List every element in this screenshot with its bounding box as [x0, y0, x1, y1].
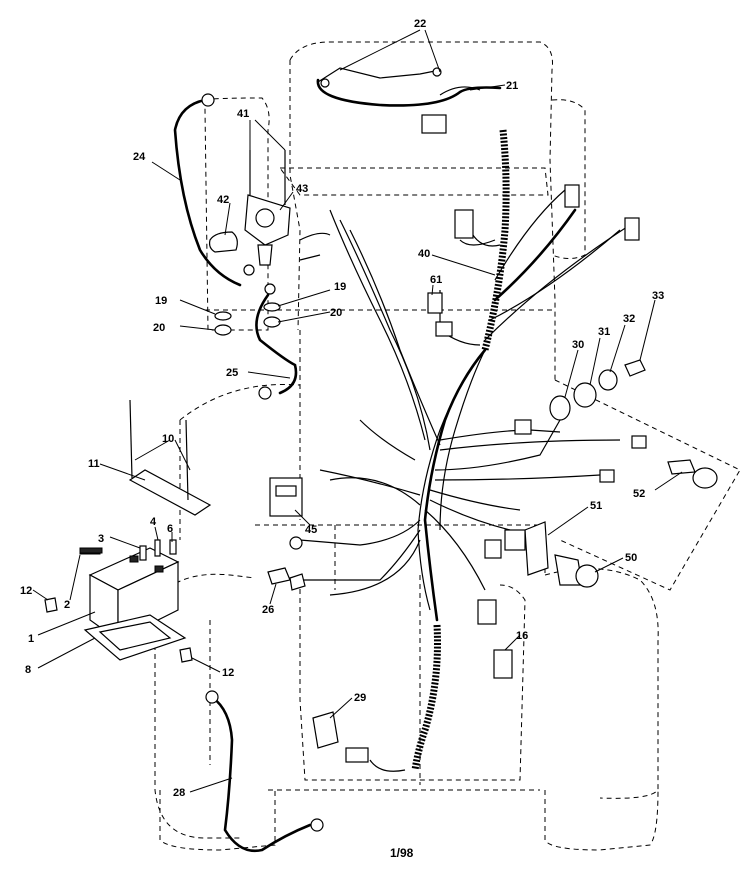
callout-24: 24	[133, 151, 146, 163]
solenoid	[244, 150, 291, 266]
callout-41: 41	[237, 108, 249, 120]
callout-19-right: 19	[334, 281, 346, 293]
callout-labels: 22 21 41 24 43 42 40 61 33 19 19 20 20 3…	[20, 18, 664, 860]
part-42	[208, 231, 238, 253]
callout-28: 28	[173, 787, 185, 799]
callout-19-left: 19	[155, 295, 167, 307]
part-29	[312, 711, 339, 749]
tractor-outline	[154, 41, 741, 851]
callout-61: 61	[430, 274, 442, 286]
wire-harness	[173, 67, 631, 853]
battery-tray	[83, 614, 187, 661]
callout-10: 10	[162, 433, 174, 445]
callout-25: 25	[226, 367, 238, 379]
callout-52: 52	[633, 488, 645, 500]
callout-11: 11	[88, 458, 100, 470]
callout-40: 40	[418, 248, 430, 260]
part-30	[549, 395, 571, 421]
callout-1: 1	[28, 633, 34, 645]
callout-33: 33	[652, 290, 664, 302]
module-45	[269, 477, 303, 517]
callout-4: 4	[150, 516, 157, 528]
part-16	[493, 649, 513, 679]
callout-8: 8	[25, 664, 31, 676]
battery-hold-down	[128, 469, 212, 516]
callout-12-left: 12	[20, 585, 32, 597]
callout-2: 2	[64, 599, 70, 611]
callout-20-left: 20	[153, 322, 165, 334]
callout-31: 31	[598, 326, 610, 338]
callout-42: 42	[217, 194, 229, 206]
part-32	[598, 369, 618, 391]
callout-45: 45	[305, 524, 317, 536]
callout-21: 21	[506, 80, 518, 92]
part-31	[573, 382, 597, 408]
figure-footer: 1/98	[390, 846, 414, 860]
callout-26: 26	[262, 604, 274, 616]
callout-6: 6	[167, 523, 173, 535]
callout-51: 51	[590, 500, 602, 512]
callout-12-right: 12	[222, 667, 234, 679]
part-33	[624, 359, 646, 377]
callout-22: 22	[414, 18, 426, 30]
switch-51	[524, 521, 549, 576]
callout-50: 50	[625, 552, 637, 564]
components	[44, 67, 718, 832]
callout-30: 30	[572, 339, 584, 351]
callout-20-right: 20	[330, 307, 342, 319]
callout-16: 16	[516, 630, 528, 642]
callout-29: 29	[354, 692, 366, 704]
leader-lines	[32, 29, 683, 793]
callout-3: 3	[98, 533, 104, 545]
callout-32: 32	[623, 313, 635, 325]
callout-43: 43	[296, 183, 308, 195]
